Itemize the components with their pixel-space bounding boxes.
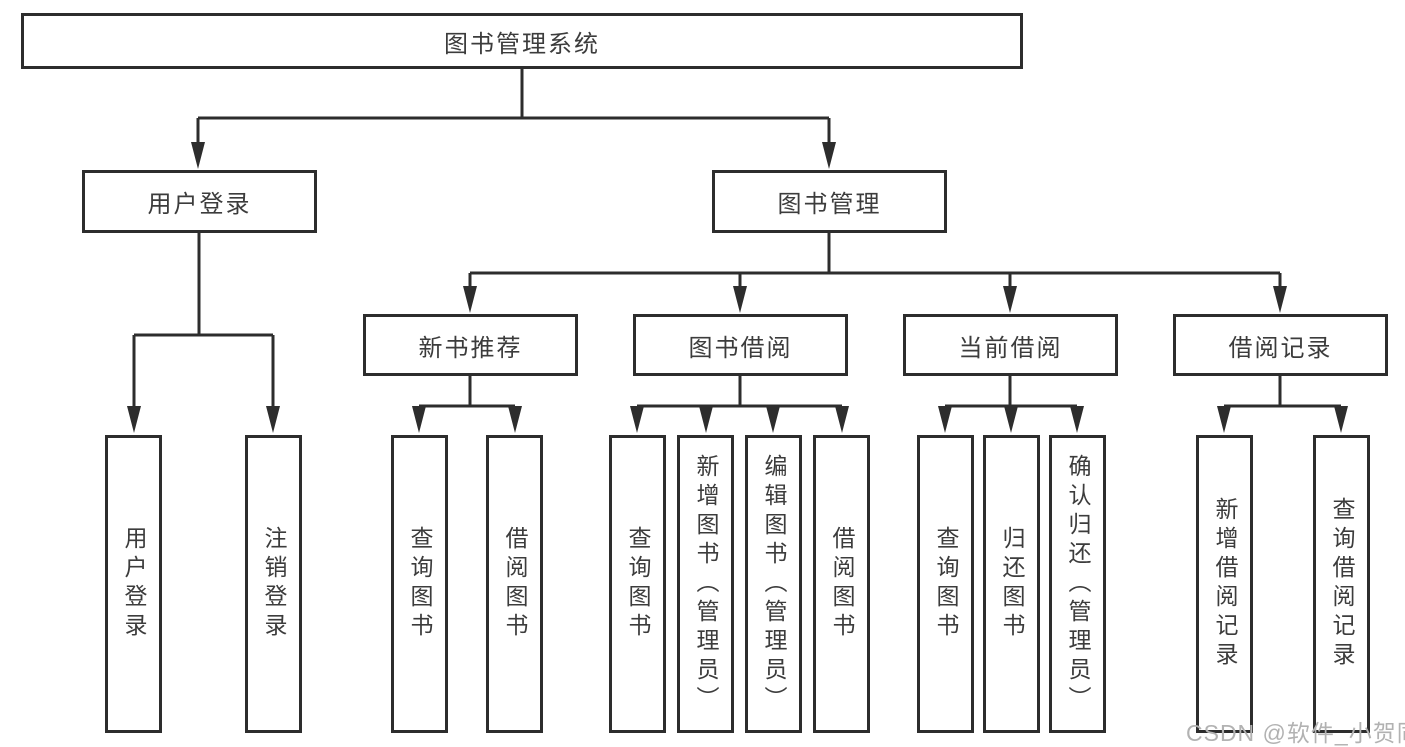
leaf-confirm-return-admin: 确认归还（管理员） — [1049, 435, 1106, 733]
node-label: 图书管理系统 — [444, 30, 600, 58]
leaf-logout-login: 注销登录 — [245, 435, 302, 733]
leaf-query-books-borrowing: 查询图书 — [609, 435, 666, 733]
leaf-add-books-admin: 新增图书（管理员） — [677, 435, 734, 733]
node-book-borrowing: 图书借阅 — [633, 314, 848, 376]
node-label: 借阅图书 — [502, 526, 528, 642]
node-label: 新增借阅记录 — [1212, 497, 1238, 671]
node-label: 查询借阅记录 — [1329, 497, 1355, 671]
node-label: 确认归还（管理员） — [1065, 453, 1091, 715]
node-label: 归还图书 — [999, 526, 1025, 642]
leaf-return-books: 归还图书 — [983, 435, 1040, 733]
node-label: 查询图书 — [933, 526, 959, 642]
node-label: 当前借阅 — [958, 334, 1063, 362]
node-label: 编辑图书（管理员） — [761, 453, 787, 715]
leaf-query-borrow-record: 查询借阅记录 — [1313, 435, 1370, 733]
arrowheads — [127, 142, 1348, 433]
node-label: 借阅图书 — [829, 526, 855, 642]
leaf-user-login: 用户登录 — [105, 435, 162, 733]
node-label: 用户登录 — [121, 526, 147, 642]
node-library-management-system: 图书管理系统 — [21, 13, 1023, 69]
leaf-borrow-books-borrowing: 借阅图书 — [813, 435, 870, 733]
node-label: 图书管理 — [777, 191, 882, 218]
leaf-query-books-recommend: 查询图书 — [391, 435, 448, 733]
node-label: 图书借阅 — [688, 334, 793, 362]
node-label: 查询图书 — [407, 526, 433, 642]
node-user-login: 用户登录 — [82, 170, 317, 233]
node-current-borrowing: 当前借阅 — [903, 314, 1118, 376]
node-label: 新书推荐 — [418, 334, 523, 362]
watermark: CSDN @软件_小贺同学 — [1186, 720, 1405, 746]
node-label: 注销登录 — [261, 526, 287, 642]
node-label: 借阅记录 — [1228, 334, 1333, 362]
leaf-query-books-current: 查询图书 — [917, 435, 974, 733]
leaf-borrow-books-recommend: 借阅图书 — [486, 435, 543, 733]
node-label: 查询图书 — [625, 526, 651, 642]
node-label: 新增图书（管理员） — [693, 453, 719, 715]
leaf-add-borrow-record: 新增借阅记录 — [1196, 435, 1253, 733]
node-label: 用户登录 — [147, 191, 252, 218]
leaf-edit-books-admin: 编辑图书（管理员） — [745, 435, 802, 733]
node-new-book-recommendation: 新书推荐 — [363, 314, 578, 376]
node-book-management: 图书管理 — [712, 170, 947, 233]
node-borrowing-records: 借阅记录 — [1173, 314, 1388, 376]
